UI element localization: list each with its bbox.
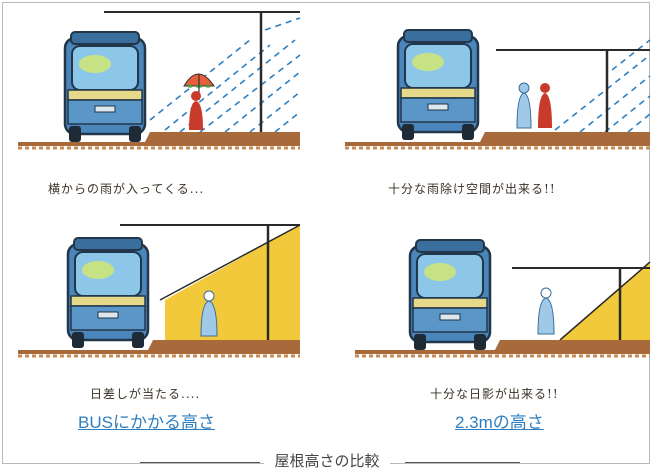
waiting-person xyxy=(200,290,218,337)
caption-top-right: 十分な雨除け空間が出来る!! xyxy=(388,182,556,196)
rain-lines xyxy=(149,17,301,133)
bus xyxy=(396,28,480,142)
title-rule-right xyxy=(405,462,520,463)
waiting-person xyxy=(537,287,555,335)
bus xyxy=(63,30,147,144)
ground xyxy=(18,132,300,146)
panel-rain-2-3m xyxy=(345,28,651,150)
caption-bottom-left: 日差しが当たる.... xyxy=(90,387,201,401)
person-with-umbrella xyxy=(183,73,215,130)
waiting-people xyxy=(516,82,552,129)
panel-sun-bus-height xyxy=(18,224,301,358)
rain-lines xyxy=(554,39,651,133)
panel-rain-bus-height xyxy=(18,11,301,150)
ground xyxy=(18,340,300,354)
caption-top-left: 横からの雨が入ってくる... xyxy=(48,182,205,196)
label-2-3m-height: 2.3mの高さ xyxy=(455,413,544,432)
bus xyxy=(66,236,150,350)
label-bus-height: BUSにかかる高さ xyxy=(78,413,215,432)
sunlight-area xyxy=(165,225,300,345)
ground xyxy=(355,340,650,354)
panel-sun-2-3m xyxy=(355,238,651,358)
title-rule-left xyxy=(140,462,260,463)
ground xyxy=(345,132,650,146)
bus xyxy=(408,238,492,352)
caption-bottom-right: 十分な日影が出来る!! xyxy=(430,387,559,401)
figure-title: 屋根高さの比較 xyxy=(264,453,390,470)
